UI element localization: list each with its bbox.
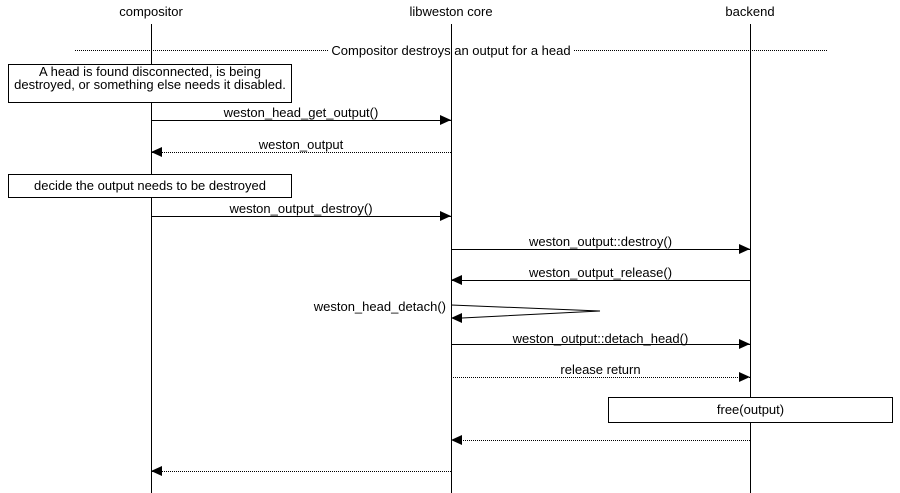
message-weston-head-detach-label: weston_head_detach() [313, 299, 446, 314]
message-return-to-compositor [151, 454, 451, 476]
message-label: weston_head_get_output() [223, 105, 379, 120]
message-line [451, 280, 750, 281]
message-line [151, 152, 451, 153]
message-label: release return [560, 362, 641, 377]
arrowhead-left-icon [451, 275, 462, 285]
message-weston-head-get-output: weston_head_get_output() [151, 103, 451, 125]
arrowhead-right-icon [739, 244, 750, 254]
arrowhead-right-icon [440, 211, 451, 221]
message-label: weston_output [258, 137, 344, 152]
message-weston-output-release: weston_output_release() [451, 263, 750, 285]
divider-label: Compositor destroys an output for a head [331, 43, 571, 58]
note-head-disconnected: A head is found disconnected, is being d… [8, 64, 292, 103]
message-line [451, 249, 750, 250]
note-decide-destroy: decide the output needs to be destroyed [8, 174, 292, 198]
arrowhead-right-icon [440, 115, 451, 125]
divider-dotted-line-right [573, 50, 828, 51]
message-label: weston_output::detach_head() [512, 331, 689, 346]
message-return-to-core [451, 423, 750, 445]
message-line [451, 377, 750, 378]
arrowhead-right-icon [739, 372, 750, 382]
lifeline-backend [750, 24, 751, 493]
lifeline-libweston-core [451, 24, 452, 493]
message-weston-output-destroy-vfunc: weston_output::destroy() [451, 232, 750, 254]
message-line [151, 471, 451, 472]
actor-label-compositor: compositor [119, 4, 183, 19]
arrowhead-right-icon [739, 339, 750, 349]
lifeline-compositor [151, 24, 152, 493]
actor-label-libweston-core: libweston core [409, 4, 493, 19]
divider-dotted-line-left [75, 50, 329, 51]
divider: Compositor destroys an output for a head [75, 43, 828, 58]
arrowhead-left-icon [151, 466, 162, 476]
arrowhead-left-icon [451, 313, 462, 323]
message-label: weston_output::destroy() [528, 234, 673, 249]
arrowhead-left-icon [151, 147, 162, 157]
message-line [151, 216, 451, 217]
message-label: weston_output_release() [528, 265, 673, 280]
arrowhead-left-icon [451, 435, 462, 445]
note-free-output: free(output) [608, 397, 893, 423]
message-line [451, 440, 750, 441]
message-line [451, 344, 750, 345]
message-release-return: release return [451, 360, 750, 382]
message-weston-output-return: weston_output [151, 135, 451, 157]
message-label: weston_output_destroy() [229, 201, 373, 216]
message-weston-output-detach-head: weston_output::detach_head() [451, 327, 750, 349]
message-line [151, 120, 451, 121]
message-weston-output-destroy: weston_output_destroy() [151, 199, 451, 221]
self-message-loop [451, 304, 601, 323]
actor-label-backend: backend [725, 4, 775, 19]
